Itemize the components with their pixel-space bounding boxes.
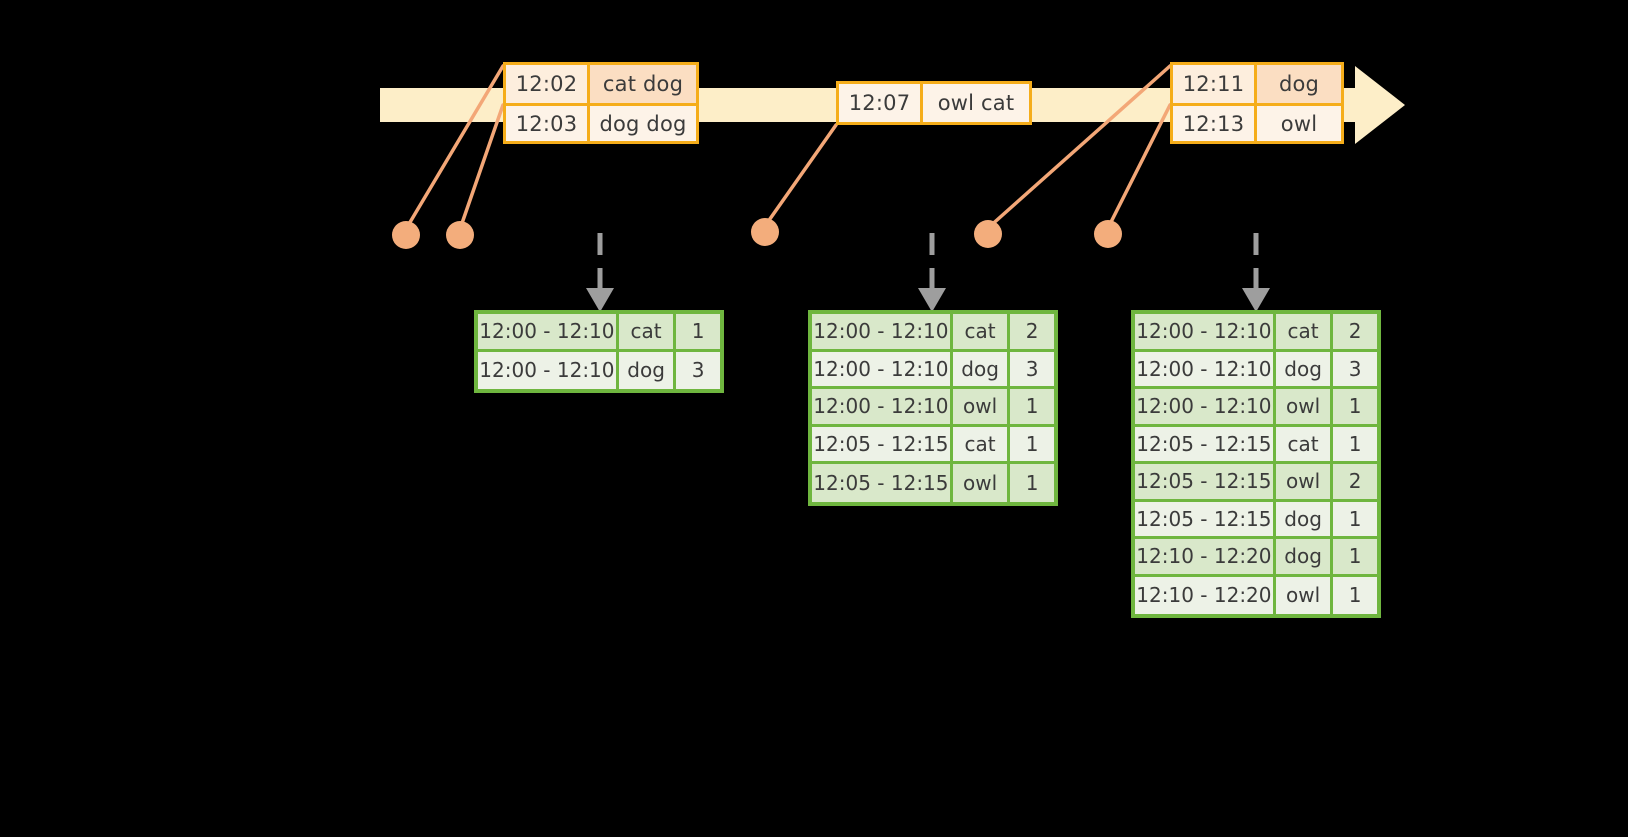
- cell-window: 12:05 - 12:15: [1135, 426, 1276, 464]
- event-row[interactable]: 12:03 dog dog: [506, 103, 696, 141]
- connector-12-03: [458, 103, 505, 231]
- result-table-1[interactable]: 12:00 - 12:10 cat 1 12:00 - 12:10 dog 3: [474, 310, 724, 393]
- cell-count: 1: [1333, 389, 1377, 427]
- event-payload: cat dog: [590, 65, 696, 103]
- connector-12-02: [404, 64, 505, 231]
- cell-count: 1: [676, 314, 720, 352]
- table-row[interactable]: 12:05 - 12:15 owl 2: [1135, 464, 1377, 502]
- cell-window: 12:10 - 12:20: [1135, 576, 1276, 614]
- event-time: 12:11: [1173, 65, 1257, 103]
- result-table-2[interactable]: 12:00 - 12:10 cat 2 12:00 - 12:10 dog 3 …: [808, 310, 1058, 506]
- cell-key: cat: [952, 426, 1011, 464]
- cell-window: 12:00 - 12:10: [478, 314, 619, 352]
- event-payload: dog: [1257, 65, 1341, 103]
- marker-dots: [392, 218, 1122, 249]
- cell-count: 1: [1333, 426, 1377, 464]
- cell-key: owl: [1275, 576, 1334, 614]
- cell-key: dog: [952, 351, 1011, 389]
- dashed-arrow-head-1: [586, 288, 614, 312]
- connector-12-07: [763, 123, 838, 228]
- cell-key: dog: [1275, 539, 1334, 577]
- cell-key: owl: [1275, 464, 1334, 502]
- event-group-3[interactable]: 12:11 dog 12:13 owl: [1170, 62, 1344, 144]
- cell-count: 3: [1333, 351, 1377, 389]
- table-row[interactable]: 12:00 - 12:10 cat 2: [812, 314, 1054, 352]
- marker-12-13-dot: [1094, 220, 1122, 248]
- cell-window: 12:00 - 12:10: [1135, 314, 1276, 352]
- cell-key: cat: [618, 314, 677, 352]
- table-row[interactable]: 12:05 - 12:15 dog 1: [1135, 501, 1377, 539]
- cell-key: dog: [1275, 501, 1334, 539]
- table-row[interactable]: 12:00 - 12:10 dog 3: [1135, 351, 1377, 389]
- cell-window: 12:00 - 12:10: [1135, 389, 1276, 427]
- cell-count: 3: [676, 351, 720, 389]
- cell-window: 12:10 - 12:20: [1135, 539, 1276, 577]
- cell-window: 12:05 - 12:15: [1135, 464, 1276, 502]
- cell-count: 1: [1010, 389, 1054, 427]
- table-row[interactable]: 12:05 - 12:15 cat 1: [812, 426, 1054, 464]
- marker-12-11-dot: [974, 220, 1002, 248]
- table-row[interactable]: 12:00 - 12:10 dog 3: [478, 351, 720, 389]
- table-row[interactable]: 12:10 - 12:20 owl 1: [1135, 576, 1377, 614]
- event-row[interactable]: 12:11 dog: [1173, 65, 1341, 103]
- table-row[interactable]: 12:05 - 12:15 owl 1: [812, 464, 1054, 502]
- event-group-1[interactable]: 12:02 cat dog 12:03 dog dog: [503, 62, 699, 144]
- cell-key: cat: [1275, 314, 1334, 352]
- dashed-arrow-head-2: [918, 288, 946, 312]
- event-row[interactable]: 12:02 cat dog: [506, 65, 696, 103]
- connector-12-13: [1106, 103, 1172, 230]
- cell-key: dog: [1275, 351, 1334, 389]
- dashed-arrows: [586, 233, 1270, 312]
- event-time: 12:03: [506, 106, 590, 141]
- cell-count: 2: [1010, 314, 1054, 352]
- event-row[interactable]: 12:07 owl cat: [839, 84, 1029, 122]
- event-payload: owl: [1257, 106, 1341, 141]
- cell-window: 12:05 - 12:15: [812, 464, 953, 502]
- cell-key: cat: [1275, 426, 1334, 464]
- cell-count: 2: [1333, 314, 1377, 352]
- event-payload: dog dog: [590, 106, 696, 141]
- cell-window: 12:05 - 12:15: [812, 426, 953, 464]
- event-row[interactable]: 12:13 owl: [1173, 103, 1341, 141]
- cell-window: 12:00 - 12:10: [478, 351, 619, 389]
- table-row[interactable]: 12:00 - 12:10 cat 1: [478, 314, 720, 352]
- table-row[interactable]: 12:10 - 12:20 dog 1: [1135, 539, 1377, 577]
- table-row[interactable]: 12:05 - 12:15 cat 1: [1135, 426, 1377, 464]
- cell-window: 12:00 - 12:10: [1135, 351, 1276, 389]
- event-group-2[interactable]: 12:07 owl cat: [836, 81, 1032, 125]
- cell-window: 12:00 - 12:10: [812, 389, 953, 427]
- table-row[interactable]: 12:00 - 12:10 owl 1: [1135, 389, 1377, 427]
- cell-count: 3: [1010, 351, 1054, 389]
- cell-window: 12:00 - 12:10: [812, 351, 953, 389]
- marker-12-03-dot: [446, 221, 474, 249]
- cell-count: 1: [1333, 576, 1377, 614]
- cell-key: owl: [952, 464, 1011, 502]
- cell-window: 12:00 - 12:10: [812, 314, 953, 352]
- event-time: 12:13: [1173, 106, 1257, 141]
- marker-12-07-dot: [751, 218, 779, 246]
- cell-key: owl: [952, 389, 1011, 427]
- table-row[interactable]: 12:00 - 12:10 owl 1: [812, 389, 1054, 427]
- cell-count: 2: [1333, 464, 1377, 502]
- cell-count: 1: [1333, 501, 1377, 539]
- cell-key: cat: [952, 314, 1011, 352]
- table-row[interactable]: 12:00 - 12:10 dog 3: [812, 351, 1054, 389]
- dashed-arrow-head-3: [1242, 288, 1270, 312]
- cell-window: 12:05 - 12:15: [1135, 501, 1276, 539]
- event-time: 12:02: [506, 65, 590, 103]
- cell-count: 1: [1010, 426, 1054, 464]
- result-table-3[interactable]: 12:00 - 12:10 cat 2 12:00 - 12:10 dog 3 …: [1131, 310, 1381, 618]
- cell-count: 1: [1333, 539, 1377, 577]
- cell-key: dog: [618, 351, 677, 389]
- event-payload: owl cat: [923, 84, 1029, 122]
- cell-count: 1: [1010, 464, 1054, 502]
- table-row[interactable]: 12:00 - 12:10 cat 2: [1135, 314, 1377, 352]
- event-time: 12:07: [839, 84, 923, 122]
- cell-key: owl: [1275, 389, 1334, 427]
- marker-12-02-dot: [392, 221, 420, 249]
